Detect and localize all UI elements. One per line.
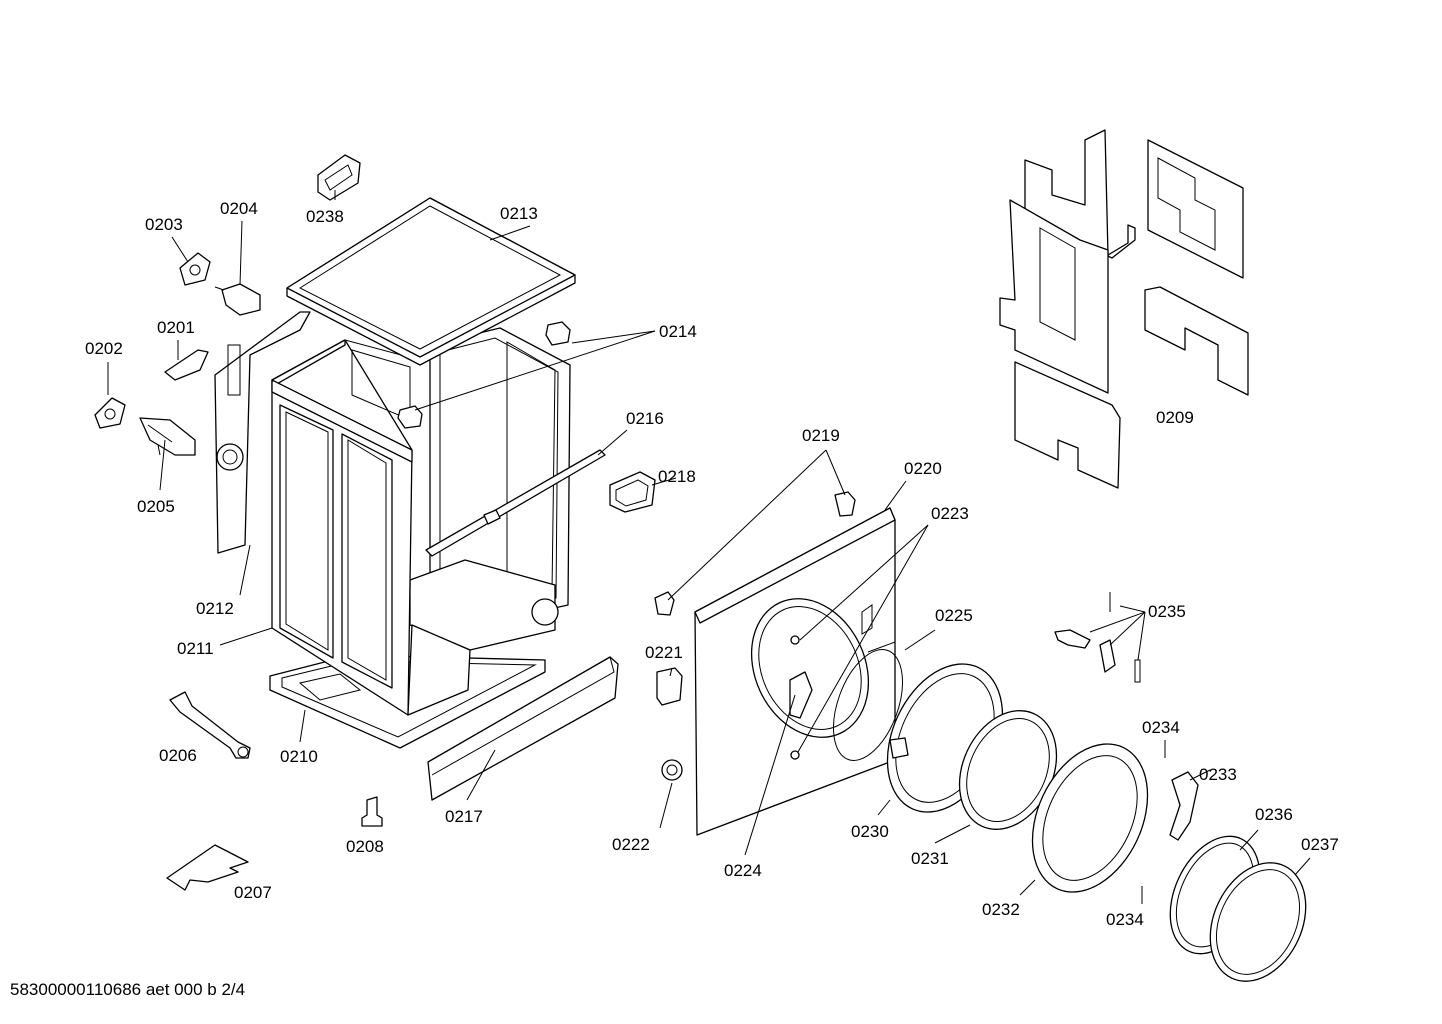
label-0234-a: 0234 [1142,718,1180,737]
label-0201: 0201 [157,318,195,337]
part-0203[interactable] [179,252,211,286]
part-0237-inner-door[interactable] [1192,847,1324,997]
label-0214: 0214 [659,322,697,341]
part-0233-hinge[interactable] [1169,771,1199,841]
part-0204[interactable] [214,283,261,316]
part-0217-plinth[interactable] [427,656,619,801]
label-0221: 0221 [645,643,683,662]
part-labels: 0203 0204 0238 0213 0201 0214 0202 0209 … [85,199,1339,929]
label-0202: 0202 [85,339,123,358]
part-0235-hinge-parts[interactable] [1054,592,1141,683]
part-0213-top-lid[interactable] [286,197,576,366]
label-0231: 0231 [911,849,949,868]
part-0206-wrench[interactable] [169,691,251,759]
part-0216-crossbar[interactable] [425,449,606,557]
label-0219: 0219 [802,426,840,445]
part-0221[interactable] [656,667,683,706]
label-0206: 0206 [159,746,197,765]
part-0225-ring-spring[interactable] [820,640,916,770]
label-0207: 0207 [234,883,272,902]
part-0212-rear-panel[interactable] [214,311,311,554]
part-0211-cabinet[interactable] [271,327,571,716]
part-0209-insulation[interactable] [999,129,1249,489]
label-0224: 0224 [724,861,762,880]
part-0202[interactable] [94,397,126,429]
label-0211: 0211 [177,639,214,658]
label-0236: 0236 [1255,805,1293,824]
part-0232-door-ring[interactable] [1010,725,1170,910]
part-0218-door-lock[interactable] [609,471,656,513]
part-0220-front-panel[interactable] [694,507,896,836]
label-0223: 0223 [931,504,969,523]
label-0233: 0233 [1199,765,1237,784]
label-0238: 0238 [306,207,344,226]
label-0208: 0208 [346,837,384,856]
label-0225: 0225 [935,606,973,625]
document-id-footer: 58300000110686 aet 000 b 2/4 [10,980,246,999]
label-0232: 0232 [982,900,1020,919]
label-0213: 0213 [500,204,538,223]
label-0222: 0222 [612,835,650,854]
label-0234-b: 0234 [1106,910,1144,929]
label-0209: 0209 [1156,408,1194,427]
part-0214-clip-b[interactable] [397,405,423,429]
label-0210: 0210 [280,747,318,766]
part-0205[interactable] [139,417,196,456]
label-0218: 0218 [658,467,696,486]
leader-lines [107,190,1311,896]
label-0204: 0204 [220,199,258,218]
label-0230: 0230 [851,822,889,841]
part-0201[interactable] [164,349,209,381]
label-0237: 0237 [1301,835,1339,854]
label-0205: 0205 [137,497,175,516]
part-0238-handle[interactable] [317,154,361,201]
part-0208-foot[interactable] [361,796,383,827]
label-0212: 0212 [196,599,234,618]
label-0235: 0235 [1148,602,1186,621]
part-0214-clip-a[interactable] [545,321,571,346]
label-0220: 0220 [904,459,942,478]
part-0219-clip-a[interactable] [654,591,675,616]
part-0219-clip-b[interactable] [834,491,856,517]
part-0207-plate[interactable] [166,844,249,891]
label-0217: 0217 [445,807,483,826]
label-0216: 0216 [626,409,664,428]
label-0203: 0203 [145,215,183,234]
part-0222[interactable] [661,759,683,781]
